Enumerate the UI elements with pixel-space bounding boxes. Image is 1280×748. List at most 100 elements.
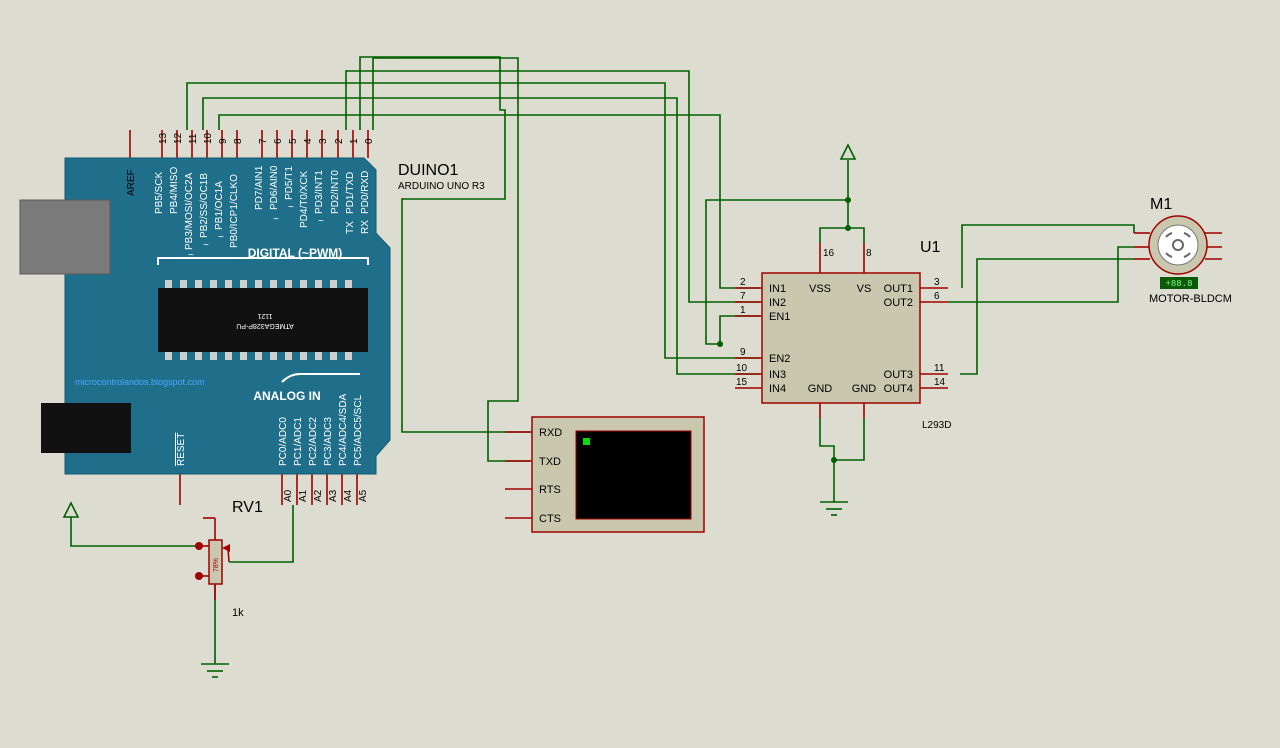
pin-num-5: 5 xyxy=(288,138,299,144)
pwm-mark-10: ~ xyxy=(203,240,209,251)
pin-name-0: PD0/RXD xyxy=(360,171,371,214)
wire-pot-wiper xyxy=(229,505,294,563)
pin-num-en1: 1 xyxy=(740,305,746,316)
junction-gnd xyxy=(831,457,837,463)
rx-label: RX xyxy=(360,220,371,234)
pin-num-13: 13 xyxy=(158,132,169,144)
pin-num-12: 12 xyxy=(173,132,184,144)
motor-speed-display xyxy=(1160,277,1198,289)
junction-vss xyxy=(845,225,851,231)
pin-num-en2: 9 xyxy=(740,347,746,358)
potentiometer-rv1[interactable]: 78% RV1 1k xyxy=(62,499,263,619)
pin-label-out1: OUT1 xyxy=(884,283,913,295)
pin-label-in3: IN3 xyxy=(769,369,786,381)
junction-vcc xyxy=(845,197,851,203)
analog-name-3: PC3/ADC3 xyxy=(323,417,334,466)
u1-part: L293D xyxy=(922,420,951,431)
terminal-pin-cts: CTS xyxy=(539,513,561,525)
pin-name-4: PD4/T0/XCK xyxy=(299,170,310,228)
pin-num-2: 2 xyxy=(334,138,345,144)
terminal-cursor xyxy=(583,438,590,445)
motor-ref: M1 xyxy=(1150,196,1172,213)
pin-name-1: PD1/TXD xyxy=(345,172,356,214)
analog-pin-names: RESET PC0/ADC0 PC1/ADC1 PC2/ADC2 PC3/ADC… xyxy=(176,393,364,466)
analog-pin-numbers: A0 A1 A2 A3 A4 A5 xyxy=(283,489,369,502)
power-terminal-u1 xyxy=(839,143,857,160)
digital-title: DIGITAL (~PWM) xyxy=(248,246,343,260)
analog-bracket xyxy=(281,373,360,383)
l293d-body xyxy=(761,272,921,404)
wire-d10-in3 xyxy=(218,114,760,289)
wire-d2-in2 xyxy=(345,70,760,303)
pin-num-out4: 14 xyxy=(934,377,946,388)
pin-name-5: PD5/T1 xyxy=(284,166,295,200)
pot-terminal-1 xyxy=(195,542,203,550)
analog-title: ANALOG IN xyxy=(253,389,320,403)
pin-num-out3: 11 xyxy=(934,363,945,374)
bldc-motor[interactable]: +88.8 M1 MOTOR-BLDCM xyxy=(1134,196,1232,305)
pin-label-vs: VS xyxy=(857,283,872,295)
analog-num-1: A1 xyxy=(298,489,309,502)
wire-vss xyxy=(819,227,865,243)
wire-en1 xyxy=(705,199,848,345)
pin-name-11: PB3/MOSI/OC2A xyxy=(184,172,195,250)
chip-name: ATMEGA328P-PU xyxy=(236,322,293,329)
pin-num-4: 4 xyxy=(303,138,314,144)
pin-label-in4: IN4 xyxy=(769,383,786,395)
pwm-mark-11: ~ xyxy=(188,250,194,261)
u1-ref: U1 xyxy=(920,239,941,256)
terminal-pin-txd: TXD xyxy=(539,456,561,468)
pin-num-7: 7 xyxy=(258,138,269,144)
analog-num-5: A5 xyxy=(358,489,369,502)
analog-name-1: PC1/ADC1 xyxy=(293,417,304,466)
pin-num-vss: 16 xyxy=(823,248,835,259)
analog-name-5: PC5/ADC5/SCL xyxy=(353,394,364,466)
pin-name-10: PB2/SS/OC1B xyxy=(199,173,210,238)
pin-label-en1: EN1 xyxy=(769,311,790,323)
terminal-pin-rxd: RXD xyxy=(539,427,562,439)
pot-terminal-2 xyxy=(195,572,203,580)
wire-out1 xyxy=(961,224,1135,288)
digital-bracket xyxy=(157,257,369,265)
usb-connector xyxy=(19,199,111,275)
pin-name-7: PD7/AIN1 xyxy=(254,165,265,210)
pin-num-3: 3 xyxy=(318,138,329,144)
pwm-mark-9: ~ xyxy=(218,232,224,243)
pin-label-gnd-2: GND xyxy=(852,383,877,395)
pin-num-in2: 7 xyxy=(740,291,746,302)
pin-label-in2: IN2 xyxy=(769,297,786,309)
tx-label: TX xyxy=(345,221,356,234)
pin-num-vs: 8 xyxy=(866,248,872,259)
pin-name-9: PB1/OC1A xyxy=(214,181,225,230)
chip-code: 1121 xyxy=(257,312,272,319)
website-label: microcontrolandos.blogspot.com xyxy=(75,377,205,387)
pin-label-en2: EN2 xyxy=(769,353,790,365)
arduino-model: ARDUINO UNO R3 xyxy=(398,181,485,192)
pin-name-13: PB5/SCK xyxy=(154,171,165,214)
pin-name-aref: AREF xyxy=(126,169,137,196)
pin-name-8: PB0/ICP1/CLKO xyxy=(229,174,240,248)
pin-num-11: 11 xyxy=(188,133,199,144)
pin-label-in1: IN1 xyxy=(769,283,786,295)
pot-percent: 78% xyxy=(213,558,220,572)
pin-label-out2: OUT2 xyxy=(884,297,913,309)
motor-rotor xyxy=(1157,224,1199,266)
wire-d12-en2 xyxy=(186,82,760,359)
power-terminal-pot xyxy=(62,501,80,518)
pwm-mark-3: ~ xyxy=(318,216,324,227)
analog-name-0: PC0/ADC0 xyxy=(278,417,289,466)
arduino-uno[interactable]: ATMEGA328P-PU 1121 DIGITAL (~PWM) ANALOG… xyxy=(19,130,485,505)
pin-num-in3: 10 xyxy=(736,363,748,374)
ground-symbol-pot xyxy=(201,663,229,678)
wire-out2 xyxy=(948,246,1134,303)
virtual-terminal[interactable]: RXD TXD RTS CTS xyxy=(505,416,705,533)
pin-num-in1: 2 xyxy=(740,277,746,288)
pin-name-2: PD2/INT0 xyxy=(330,170,341,214)
analog-num-2: A2 xyxy=(313,489,324,502)
terminal-screen xyxy=(575,430,692,520)
analog-name-2: PC2/ADC2 xyxy=(308,417,319,466)
l293d-driver[interactable]: U1 L293D 2 7 1 9 10 15 IN1 IN2 EN1 EN2 I… xyxy=(735,239,951,431)
wire-pot-vcc xyxy=(70,517,198,547)
wire-tx-rxd xyxy=(359,56,530,433)
analog-num-3: A3 xyxy=(328,489,339,502)
